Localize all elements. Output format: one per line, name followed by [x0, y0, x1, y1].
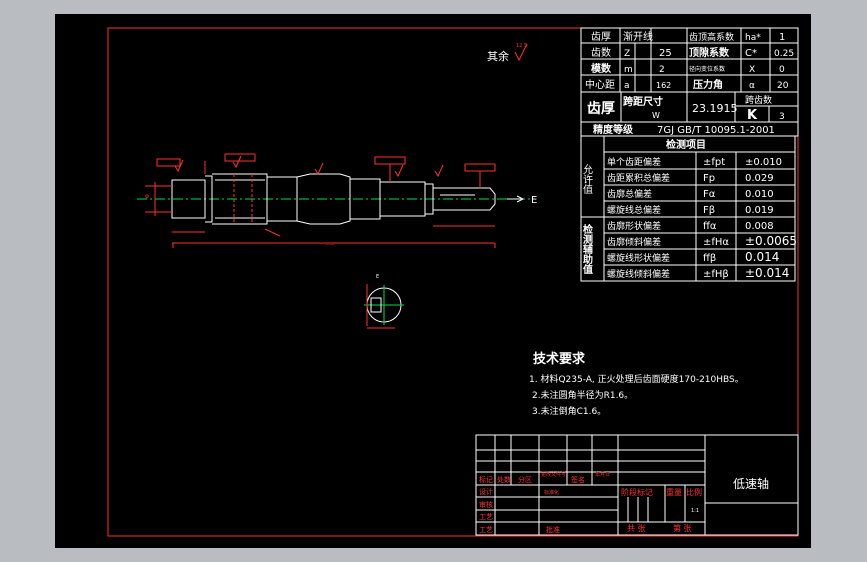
svg-text:162: 162 [656, 81, 671, 90]
inspection-item-value: ±0.010 [745, 157, 782, 168]
svg-text:7GJ GB/T 10095.1-2001: 7GJ GB/T 10095.1-2001 [657, 125, 775, 136]
svg-text:精度等级: 精度等级 [593, 123, 634, 136]
inspection-item-name: 螺旋线形状偏差 [607, 252, 670, 264]
svg-text:3: 3 [779, 112, 785, 122]
svg-text:审核: 审核 [479, 500, 493, 509]
inspection-item-value: 0.019 [745, 205, 774, 216]
svg-text:X: X [749, 65, 755, 75]
svg-text:1: 1 [779, 32, 785, 43]
svg-text:α: α [749, 81, 755, 91]
svg-text:渐开线: 渐开线 [623, 30, 653, 43]
svg-text:径向变位系数: 径向变位系数 [689, 65, 725, 73]
svg-text:0: 0 [779, 65, 785, 75]
inspection-item-symbol: Fα [703, 189, 716, 200]
svg-text:标记: 标记 [479, 475, 493, 484]
svg-text:模数: 模数 [591, 62, 612, 75]
svg-text:阶段标记: 阶段标记 [621, 487, 653, 497]
inspection-item-symbol: Fp [703, 173, 715, 184]
inspection-item-symbol: Fβ [703, 205, 715, 216]
inspection-item-name: 齿廓倾斜偏差 [607, 236, 661, 248]
tech-req-item: 1. 材料Q235-A, 正火处理后齿面硬度170-210HBS。 [529, 373, 744, 385]
dim-label: φ [145, 193, 149, 200]
svg-text:齿顶高系数: 齿顶高系数 [689, 31, 734, 43]
svg-text:共 张: 共 张 [627, 524, 646, 533]
svg-text:20: 20 [777, 81, 789, 91]
inspection-item-symbol: ±fpt [703, 157, 725, 168]
svg-text:Z: Z [624, 49, 630, 59]
inspection-group-aux: 检测辅助值 [581, 223, 593, 275]
svg-text:2: 2 [659, 65, 665, 75]
svg-text:批准: 批准 [546, 525, 560, 534]
tech-requirements: 技术要求 1. 材料Q235-A, 正火处理后齿面硬度170-210HBS。 2… [529, 351, 744, 417]
svg-text:齿数: 齿数 [591, 46, 611, 59]
svg-text:签名: 签名 [571, 475, 585, 484]
tech-req-item: 2.未注圆角半径为R1.6。 [532, 389, 633, 401]
inspection-item-name: 齿廓形状偏差 [607, 220, 661, 232]
svg-text:顶隙系数: 顶隙系数 [689, 46, 730, 59]
section-view-e: E [364, 274, 404, 329]
inspection-item-name: 螺旋线总偏差 [607, 204, 661, 216]
svg-text:标准化: 标准化 [544, 489, 559, 496]
svg-text:ha*: ha* [745, 33, 761, 43]
svg-text:W: W [652, 111, 660, 120]
part-name: 低速轴 [733, 476, 769, 491]
svg-text:25: 25 [659, 48, 672, 59]
svg-text:1:1: 1:1 [691, 508, 699, 514]
svg-text:工艺: 工艺 [479, 526, 493, 534]
svg-text:分区: 分区 [518, 475, 532, 484]
svg-text:C*: C* [745, 48, 757, 59]
svg-text:更改文件号: 更改文件号 [541, 471, 566, 478]
svg-text:处数: 处数 [497, 475, 511, 484]
inspection-item-symbol: ±fHβ [703, 269, 729, 280]
inspection-item-name: 齿廓总偏差 [607, 188, 652, 200]
drawing-frame [107, 27, 799, 537]
inspection-item-value: 0.029 [745, 173, 774, 184]
tech-req-title: 技术要求 [533, 351, 586, 367]
title-block: 标记 处数 分区 更改文件号 签名 年月日 设计 标准化 审核 工艺 工艺 批准… [475, 434, 799, 536]
surface-finish-label: 其余 [487, 49, 509, 63]
gear-param-table: 齿厚 渐开线 齿顶高系数 ha* 1 齿数 Z 25 顶隙系数 C* 0.25 … [580, 27, 799, 137]
svg-text:工艺: 工艺 [479, 513, 493, 521]
svg-text:跨齿数: 跨齿数 [745, 94, 772, 106]
svg-text:第 张: 第 张 [673, 523, 692, 533]
svg-text:重量: 重量 [666, 487, 682, 497]
roughness-symbol: 12.5 [514, 43, 528, 62]
inspection-table: 检测项目 允许值 检测辅助值 单个齿距偏差 ±fpt ±0.010 齿距累积总偏差 Fp… [580, 135, 797, 282]
svg-text:中心距: 中心距 [585, 78, 615, 91]
svg-text:设计: 设计 [479, 487, 493, 496]
svg-text:年月日: 年月日 [595, 471, 610, 478]
inspection-item-symbol: ±fHα [703, 237, 729, 248]
inspection-item-symbol: ffβ [703, 253, 716, 264]
svg-text:比例: 比例 [686, 487, 702, 497]
tech-req-item: 3.未注倒角C1.6。 [532, 405, 606, 417]
inspection-item-value: 0.008 [745, 221, 774, 232]
svg-text:23.1915: 23.1915 [692, 102, 738, 115]
section-label: E [531, 195, 537, 206]
svg-text:压力角: 压力角 [693, 78, 723, 91]
svg-text:跨距尺寸: 跨距尺寸 [623, 95, 663, 108]
inspection-item-value: 0.014 [745, 250, 779, 264]
inspection-item-value: ±0.014 [745, 266, 789, 280]
engineering-drawing: 其余 12.5 齿厚 渐开线 齿顶高系数 ha* 1 齿数 [107, 27, 799, 537]
inspection-item-name: 螺旋线倾斜偏差 [607, 268, 670, 280]
svg-text:检测项目: 检测项目 [666, 138, 706, 151]
svg-text:0.25: 0.25 [774, 49, 794, 59]
svg-text:a: a [624, 81, 630, 91]
inspection-item-value: 0.010 [745, 189, 774, 200]
svg-text:齿厚: 齿厚 [587, 100, 615, 117]
svg-text:12.5: 12.5 [516, 43, 527, 49]
cad-viewport[interactable]: 其余 12.5 齿厚 渐开线 齿顶高系数 ha* 1 齿数 [55, 14, 811, 548]
inspection-item-name: 齿距累积总偏差 [607, 172, 670, 184]
svg-text:齿厚: 齿厚 [591, 31, 611, 43]
shaft-view: φ —— E [137, 153, 537, 248]
inspection-group-allowed: 允许值 [581, 163, 593, 195]
inspection-item-symbol: ffα [703, 221, 717, 232]
section-view-title: E [376, 274, 379, 280]
dim-label: —— [325, 242, 335, 248]
inspection-item-name: 单个齿距偏差 [607, 156, 661, 168]
inspection-item-value: ±0.0065 [745, 234, 797, 248]
svg-text:K: K [747, 108, 758, 123]
svg-text:m: m [624, 65, 633, 75]
